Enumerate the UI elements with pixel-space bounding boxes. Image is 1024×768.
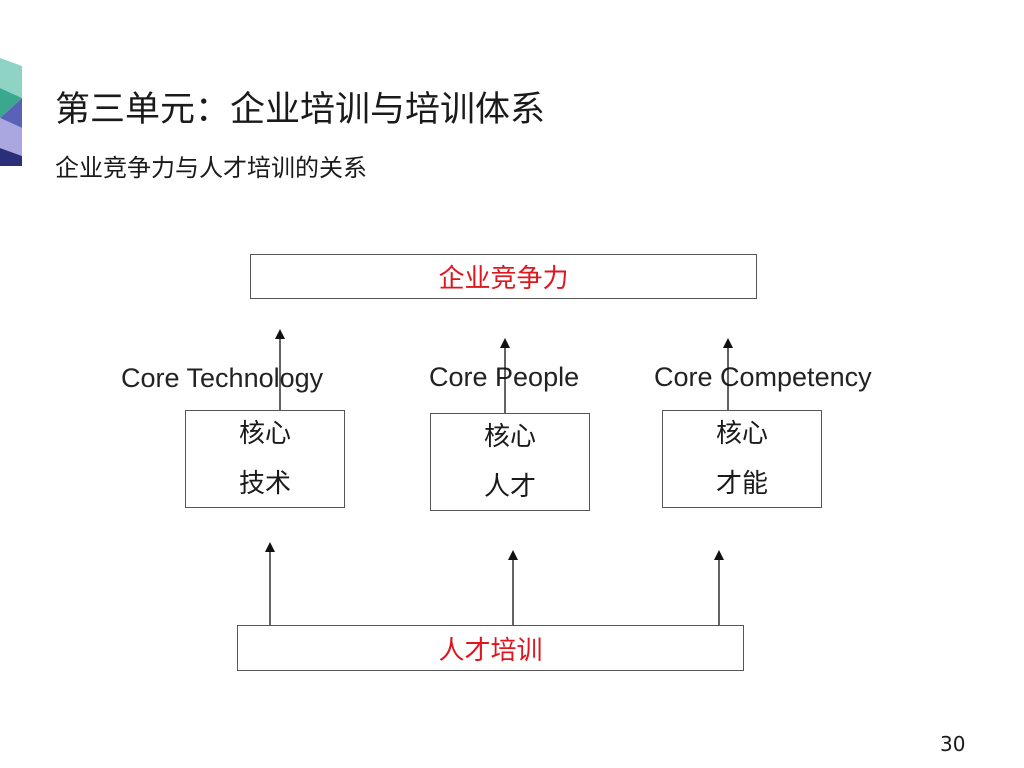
slide-subtitle: 企业竞争力与人才培训的关系 (55, 154, 367, 182)
core-people-box: 核心 人才 (430, 413, 590, 511)
competitiveness-label: 企业竞争力 (438, 264, 569, 294)
slide-title: 第三单元：企业培训与培训体系 (55, 90, 546, 130)
core-competency-line1: 核心 (715, 419, 768, 449)
core-competency-box: 核心 才能 (662, 410, 822, 508)
core-people-line2: 人才 (483, 472, 536, 502)
core-technology-box: 核心 技术 (185, 410, 345, 508)
core-competency-label: Core Competency (654, 362, 872, 392)
logo-graphic (0, 58, 22, 166)
core-technology-line2: 技术 (238, 469, 291, 499)
core-technology-line1: 核心 (238, 419, 291, 449)
core-technology-label: Core Technology (121, 363, 324, 393)
page-number: 30 (940, 732, 966, 756)
talent-training-label: 人才培训 (438, 635, 543, 666)
talent-training-box: 人才培训 (237, 625, 744, 671)
core-people-label: Core People (429, 362, 580, 392)
competitiveness-box: 企业竞争力 (250, 254, 757, 299)
core-competency-line2: 才能 (715, 469, 768, 499)
core-people-line1: 核心 (483, 422, 536, 452)
